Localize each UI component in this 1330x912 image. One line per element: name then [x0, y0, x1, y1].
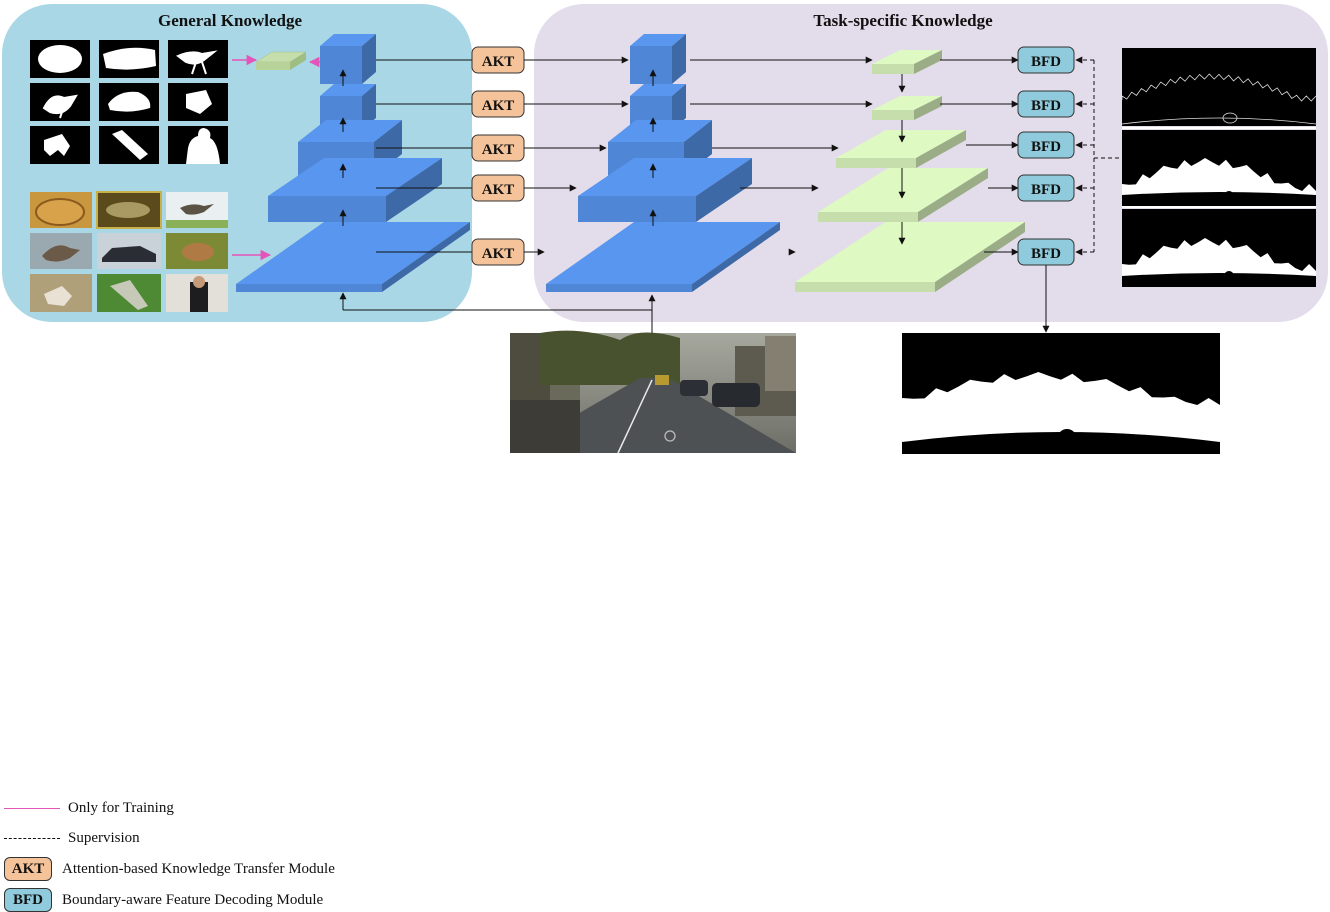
akt-module-3: AKT: [471, 134, 525, 162]
natural-image-thumbnails: [30, 191, 228, 312]
general-encoder-layer-1: [320, 34, 376, 84]
svg-text:BFD: BFD: [1031, 246, 1061, 262]
svg-text:BFD: BFD: [1031, 182, 1061, 198]
akt-module-2: AKT: [471, 90, 525, 118]
final-prediction-map: [902, 333, 1220, 454]
legend-akt: AKT Attention-based Knowledge Transfer M…: [0, 857, 335, 881]
svg-text:AKT: AKT: [482, 54, 515, 70]
legend-training: Only for Training: [0, 796, 174, 820]
decoder-layer-2: [872, 96, 942, 120]
bfd-module-5: BFD: [1017, 238, 1075, 266]
supervision-images: [1121, 48, 1317, 287]
decoder-layer-4: [818, 168, 988, 222]
general-knowledge-title: General Knowledge: [158, 11, 302, 30]
dashed-arrow-icon: [4, 837, 60, 839]
svg-text:AKT: AKT: [482, 246, 515, 262]
architecture-diagram: General Knowledge Task-specific Knowledg…: [2, 4, 1328, 912]
legend-akt-badge: AKT: [4, 857, 52, 881]
bfd-module-1: BFD: [1017, 46, 1075, 74]
pink-arrow-icon: [4, 807, 60, 809]
legend-supervision: Supervision: [0, 826, 140, 850]
bfd-module-4: BFD: [1017, 174, 1075, 202]
saliency-mask-thumbnails: [30, 40, 228, 164]
legend-bfd: BFD Boundary-aware Feature Decoding Modu…: [0, 888, 323, 912]
general-encoder-layer-5: [236, 222, 470, 292]
akt-module-4: AKT: [471, 174, 525, 202]
bfd-module-2: BFD: [1017, 90, 1075, 118]
svg-text:AKT: AKT: [482, 98, 515, 114]
svg-text:BFD: BFD: [1031, 98, 1061, 114]
svg-text:AKT: AKT: [482, 142, 515, 158]
akt-module-1: AKT: [471, 46, 525, 74]
decoder-layer-1: [872, 50, 942, 74]
decoder-layer-5: [795, 222, 1025, 292]
svg-text:AKT: AKT: [482, 182, 515, 198]
akt-module-5: AKT: [471, 238, 525, 266]
svg-text:BFD: BFD: [1031, 54, 1061, 70]
bfd-module-3: BFD: [1017, 131, 1075, 159]
input-scene-image: [510, 330, 796, 454]
legend-akt-label: Attention-based Knowledge Transfer Modul…: [62, 860, 335, 877]
task-encoder-layer-5: [546, 222, 780, 292]
legend-supervision-label: Supervision: [68, 829, 140, 846]
legend-bfd-label: Boundary-aware Feature Decoding Module: [62, 891, 324, 908]
task-encoder-layer-4: [578, 158, 752, 222]
task-knowledge-title: Task-specific Knowledge: [813, 11, 993, 30]
task-encoder-layer-1: [630, 34, 686, 84]
diagram-canvas: General Knowledge Task-specific Knowledg…: [2, 4, 1328, 454]
legend-training-label: Only for Training: [68, 799, 174, 816]
general-encoder-layer-4: [268, 158, 442, 222]
decoder-layer-3: [836, 130, 966, 168]
svg-text:BFD: BFD: [1031, 139, 1061, 155]
legend-bfd-badge: BFD: [4, 888, 52, 912]
